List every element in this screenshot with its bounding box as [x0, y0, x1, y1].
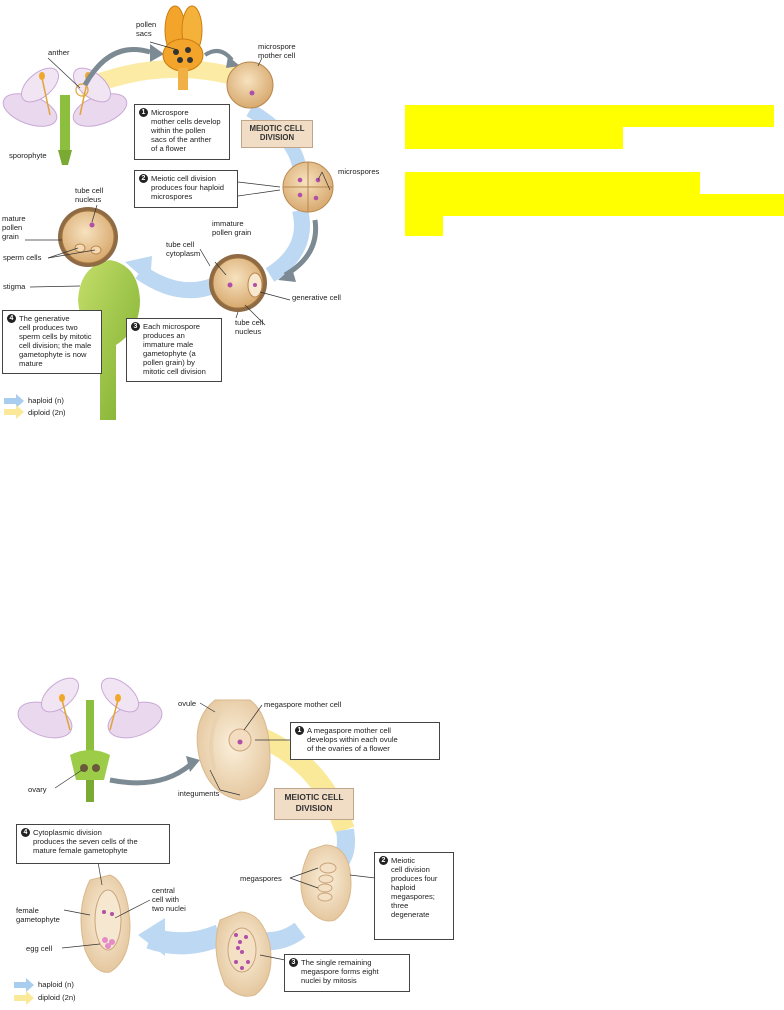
label-immature-pollen-grain: immature pollen grain: [212, 219, 252, 237]
label-mature-pollen-grain: mature pollen grain: [2, 214, 26, 241]
legend-haploid-arrow-bottom: [14, 978, 34, 992]
label-stigma: stigma: [3, 282, 26, 291]
highlight-bar-1: [405, 105, 774, 127]
ovule-eight-nuclei: [215, 911, 272, 997]
label-tube-cell-nucleus-bottom: tube cell nucleus: [235, 318, 264, 336]
label-sporophyte: sporophyte: [9, 151, 47, 160]
step-text: Each microspore produces an immature mal…: [143, 322, 206, 376]
microspore-mother-cell: [226, 61, 274, 109]
label-ovary: ovary: [28, 785, 47, 794]
step-number: 4: [21, 828, 30, 837]
step-text: Cytoplasmic division produces the seven …: [33, 828, 138, 855]
step-text: Microspore mother cells develop within t…: [151, 108, 221, 153]
female-gametophyte-shape: [80, 874, 131, 973]
meiotic-cell-division-bottom: MEIOTIC CELL DIVISION: [274, 788, 354, 820]
step-text: Meiotic cell division produces four hapl…: [391, 856, 438, 919]
highlight-bar-5: [405, 216, 443, 236]
legend-haploid-top: haploid (n): [28, 396, 64, 405]
ovule-megaspores: [300, 844, 352, 922]
step-text: Meiotic cell division produces four hapl…: [151, 174, 225, 201]
step-number: 4: [7, 314, 16, 323]
legend-haploid-bottom: haploid (n): [38, 980, 74, 989]
immature-pollen-grain: [209, 254, 267, 312]
label-pollen-sacs: pollen sacs: [136, 20, 157, 38]
label-egg-cell: egg cell: [26, 944, 53, 953]
label-microspores: microspores: [338, 167, 380, 176]
step-number: 1: [295, 726, 304, 735]
label-megaspore-mother-cell: megaspore mother cell: [264, 700, 342, 709]
label-female-gametophyte: female gametophyte: [16, 906, 60, 924]
pollen-sacs-anther: [162, 5, 204, 90]
label-integuments: integuments: [178, 789, 220, 798]
step-text: The generative cell produces two sperm c…: [19, 314, 92, 368]
step-number: 2: [379, 856, 388, 865]
highlight-bar-3: [405, 172, 700, 194]
legend-haploid-arrow-top: [4, 394, 24, 408]
label-sperm-cells: sperm cells: [3, 253, 42, 262]
label-generative-cell: generative cell: [292, 293, 341, 302]
step-number: 3: [289, 958, 298, 967]
stigma-shape: [78, 260, 140, 420]
haploid-band: [265, 208, 310, 282]
microspores-tetrad: [282, 161, 334, 213]
label-megaspores: megaspores: [240, 874, 282, 883]
label-tube-cell-nucleus-top: tube cell nucleus: [75, 186, 104, 204]
step-number: 1: [139, 108, 148, 117]
mature-pollen-grain: [58, 207, 118, 267]
legend-diploid-bottom: diploid (2n): [38, 993, 76, 1002]
label-microspore-mother-cell: microspore mother cell: [258, 42, 296, 60]
step-text: A megaspore mother cell develops within …: [307, 726, 398, 753]
step-number: 2: [139, 174, 148, 183]
label-anther: anther: [48, 48, 70, 57]
legend-diploid-top: diploid (2n): [28, 408, 66, 417]
highlight-bar-2: [405, 127, 623, 149]
highlight-bar-4: [405, 194, 784, 216]
step-number: 3: [131, 322, 140, 331]
legend-diploid-arrow-top: [4, 405, 24, 419]
meiotic-cell-division-top: MEIOTIC CELL DIVISION: [241, 120, 313, 148]
label-ovule: ovule: [178, 699, 197, 708]
label-central-cell: central cell with two nuclei: [152, 886, 186, 913]
ovule-1: [196, 699, 271, 801]
label-tube-cell-cytoplasm: tube cell cytoplasm: [166, 240, 201, 258]
ovary-flower: [17, 677, 163, 802]
legend-diploid-arrow-bottom: [14, 991, 34, 1005]
step-text: The single remaining megaspore forms eig…: [301, 958, 379, 985]
